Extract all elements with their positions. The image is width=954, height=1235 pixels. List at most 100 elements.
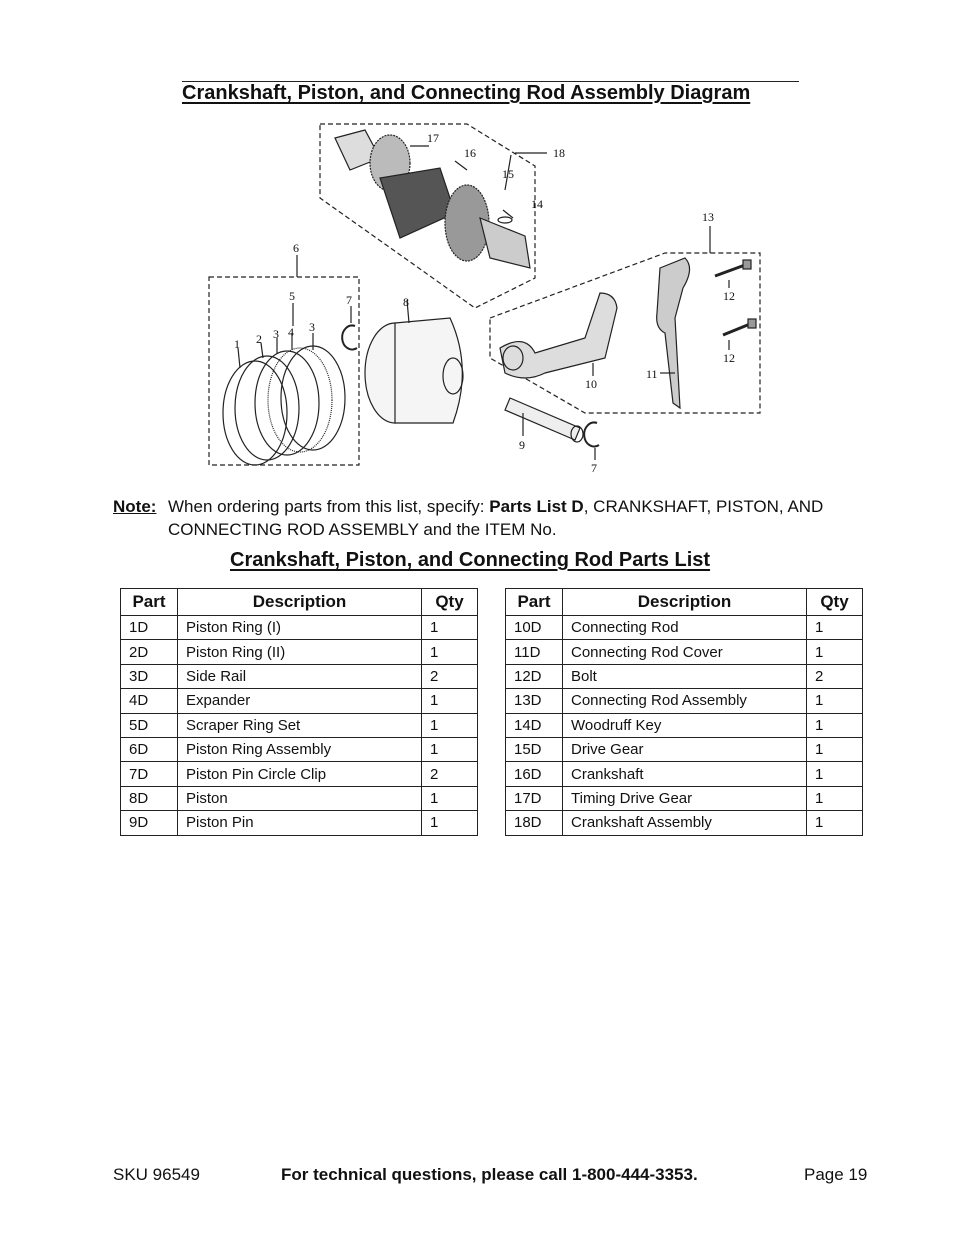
header-description: Description [177, 588, 422, 616]
bolt-1 [714, 263, 746, 278]
connecting-rod-group-box [489, 252, 761, 414]
callout-16: 16 [464, 146, 476, 160]
title-rule [182, 81, 799, 82]
part-qty: 1 [806, 614, 863, 641]
part-number: 1D [120, 614, 178, 641]
part-description: Connecting Rod Assembly [562, 688, 807, 714]
bolt-2-head [747, 318, 757, 329]
callout-12a: 12 [723, 289, 735, 303]
header-part: Part [505, 588, 563, 616]
bolt-1-head [742, 259, 752, 270]
part-description: Crankshaft [562, 761, 807, 787]
callout-12b: 12 [723, 351, 735, 365]
part-description: Scraper Ring Set [177, 712, 422, 738]
callout-1: 1 [234, 337, 240, 351]
piston-ring-1 [222, 360, 288, 466]
part-number: 4D [120, 688, 178, 714]
piston-pin [504, 397, 581, 441]
bolt-2 [722, 322, 751, 337]
header-part: Part [120, 588, 178, 616]
callout-7b: 7 [591, 461, 597, 475]
part-number: 9D [120, 810, 178, 836]
assembly-diagram: 1 2 3 4 3 5 6 7 8 9 7 10 11 12 12 13 14 … [208, 123, 761, 475]
piston-ring-2 [234, 355, 300, 461]
part-number: 6D [120, 736, 178, 763]
part-qty: 2 [421, 761, 478, 787]
callout-5: 5 [289, 289, 295, 303]
part-number: 8D [120, 785, 178, 812]
side-rail [254, 350, 320, 456]
piston-pin-bore [442, 357, 464, 395]
footer-tech-line: For technical questions, please call 1-8… [281, 1165, 698, 1184]
crank-web [379, 167, 456, 239]
callout-13: 13 [702, 210, 714, 224]
part-number: 3D [120, 663, 178, 690]
callout-8: 8 [403, 295, 409, 309]
footer-page-number: Page 19 [804, 1165, 868, 1184]
part-qty: 1 [421, 688, 478, 714]
note-text-before: When ordering parts from this list, spec… [168, 497, 490, 516]
part-description: Connecting Rod [562, 614, 807, 641]
part-description: Timing Drive Gear [562, 785, 807, 812]
part-qty: 1 [806, 688, 863, 714]
part-description: Connecting Rod Cover [562, 639, 807, 665]
part-number: 11D [505, 639, 563, 665]
note-text-after: , CRANKSHAFT, PISTON, AND CONNECTING ROD… [168, 497, 824, 539]
note-bold-text: Parts List D [489, 497, 584, 516]
callout-10: 10 [585, 377, 597, 391]
callout-3b: 3 [309, 320, 315, 334]
part-number: 13D [505, 688, 563, 714]
callout-4: 4 [288, 325, 294, 339]
piston-pin-end [570, 425, 584, 443]
note-label: Note: [113, 497, 157, 516]
part-qty: 2 [806, 663, 863, 690]
header-qty: Qty [421, 588, 478, 616]
part-qty: 1 [806, 810, 863, 836]
output-shaft [479, 217, 531, 269]
piston-pin-clip-2 [583, 421, 600, 448]
part-description: Crankshaft Assembly [562, 810, 807, 836]
callout-18: 18 [553, 146, 565, 160]
woodruff-key [497, 216, 513, 224]
ring-assembly-box [208, 276, 360, 466]
part-description: Side Rail [177, 663, 422, 690]
piston-body [394, 317, 463, 424]
part-qty: 1 [806, 736, 863, 763]
part-number: 5D [120, 712, 178, 738]
part-qty: 1 [421, 614, 478, 641]
part-qty: 1 [806, 785, 863, 812]
part-description: Piston Ring (II) [177, 639, 422, 665]
callout-7a: 7 [346, 293, 352, 307]
callout-6: 6 [293, 241, 299, 255]
callout-15: 15 [502, 167, 514, 181]
part-description: Bolt [562, 663, 807, 690]
rod-small-end [502, 345, 524, 371]
connecting-rod-cover [656, 257, 691, 410]
part-qty: 1 [806, 761, 863, 787]
part-qty: 1 [806, 712, 863, 738]
part-number: 7D [120, 761, 178, 787]
callout-14: 14 [531, 197, 543, 211]
part-number: 16D [505, 761, 563, 787]
header-qty: Qty [806, 588, 863, 616]
part-qty: 1 [421, 736, 478, 763]
part-description: Piston [177, 785, 422, 812]
part-number: 2D [120, 639, 178, 665]
callout-9: 9 [519, 438, 525, 452]
